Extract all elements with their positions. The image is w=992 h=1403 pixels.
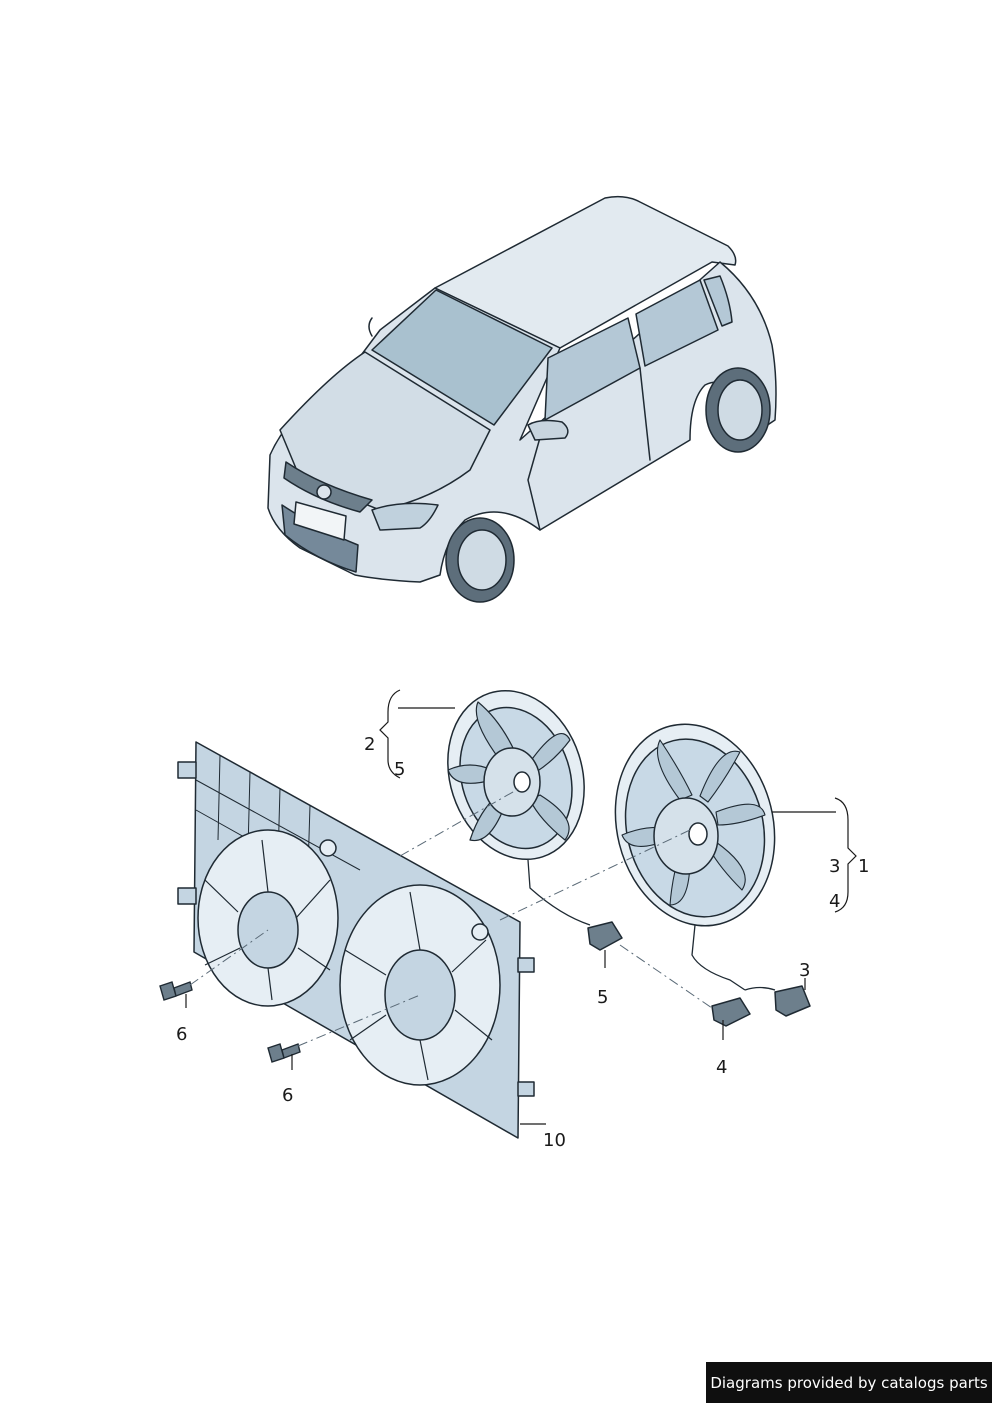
large-fan-motor <box>653 797 719 875</box>
bolts <box>159 981 301 1063</box>
fan-shroud-tab <box>177 887 197 905</box>
fan-shroud-tab <box>177 761 197 779</box>
callout-bolt-right: 6 <box>282 1085 293 1106</box>
small-fan-connector-icon <box>587 921 623 951</box>
small-fan-shaft <box>513 771 531 793</box>
small-fan-blades <box>447 701 571 842</box>
small-fan-wire <box>527 859 591 926</box>
assembly-lines <box>189 787 713 1047</box>
leader-lines <box>185 689 857 1125</box>
vehicle-rear-rim <box>717 379 763 441</box>
callout-shroud: 10 <box>543 1130 566 1151</box>
fan-shroud-tab <box>517 1081 535 1097</box>
large-fan-shaft <box>688 822 708 846</box>
callout-fan-large-sub-top: 3 <box>829 856 840 877</box>
small-fan <box>447 689 623 951</box>
vehicle-antenna <box>368 317 373 337</box>
small-fan-motor <box>483 747 541 817</box>
vehicle-windshield <box>371 289 553 426</box>
vehicle-door-line-rear <box>639 367 651 461</box>
callout-plug-large: 4 <box>716 1057 727 1078</box>
callout-bolt-left: 6 <box>176 1024 187 1045</box>
large-fan-connector-icon <box>774 985 811 1017</box>
credit-text: Diagrams provided by catalogs parts <box>710 1373 988 1392</box>
callout-fan-small: 2 <box>364 734 375 755</box>
fan-shroud-boss <box>471 923 489 941</box>
vehicle-front-rim <box>457 529 507 591</box>
fan-shroud-left-spokes <box>204 839 331 1001</box>
large-fan-wire <box>691 924 776 991</box>
assembly-line <box>189 929 269 986</box>
vehicle-rear-side-window <box>635 279 719 367</box>
credit-banner: Diagrams provided by catalogs parts <box>706 1362 992 1403</box>
callout-connector-large: 3 <box>799 960 810 981</box>
callout-fan-large-sub-bottom: 4 <box>829 891 840 912</box>
fan-shroud-tab <box>517 957 535 973</box>
callout-fan-small-sub: 5 <box>394 759 405 780</box>
vehicle-plate <box>293 501 347 541</box>
bracket-fan-small <box>379 689 401 779</box>
vehicle-quarter-window <box>703 275 733 327</box>
fan-shroud-right-spokes <box>344 891 493 1081</box>
vehicle-illustration <box>267 195 777 603</box>
fan-shroud <box>177 741 535 1139</box>
assembly-line <box>619 944 713 1009</box>
assembly-line <box>399 787 521 857</box>
vehicle-badge-icon <box>316 484 332 500</box>
callout-fan-large: 1 <box>858 856 869 877</box>
vehicle-headlight <box>371 502 439 531</box>
bolt-right-icon <box>267 1043 301 1063</box>
bolt-left-icon <box>159 981 193 1001</box>
large-fan-plug-icon <box>711 997 751 1027</box>
callout-connector-small: 5 <box>597 987 608 1008</box>
assembly-line <box>297 994 421 1047</box>
large-fan <box>614 723 811 1027</box>
vehicle-mirror <box>527 419 569 441</box>
fan-shroud-boss <box>319 839 337 857</box>
large-fan-blades <box>621 739 766 906</box>
fan-shroud-right-hub <box>384 949 456 1041</box>
vehicle-roof <box>434 195 737 349</box>
bracket-fan-large <box>834 797 857 913</box>
assembly-line <box>499 829 691 921</box>
